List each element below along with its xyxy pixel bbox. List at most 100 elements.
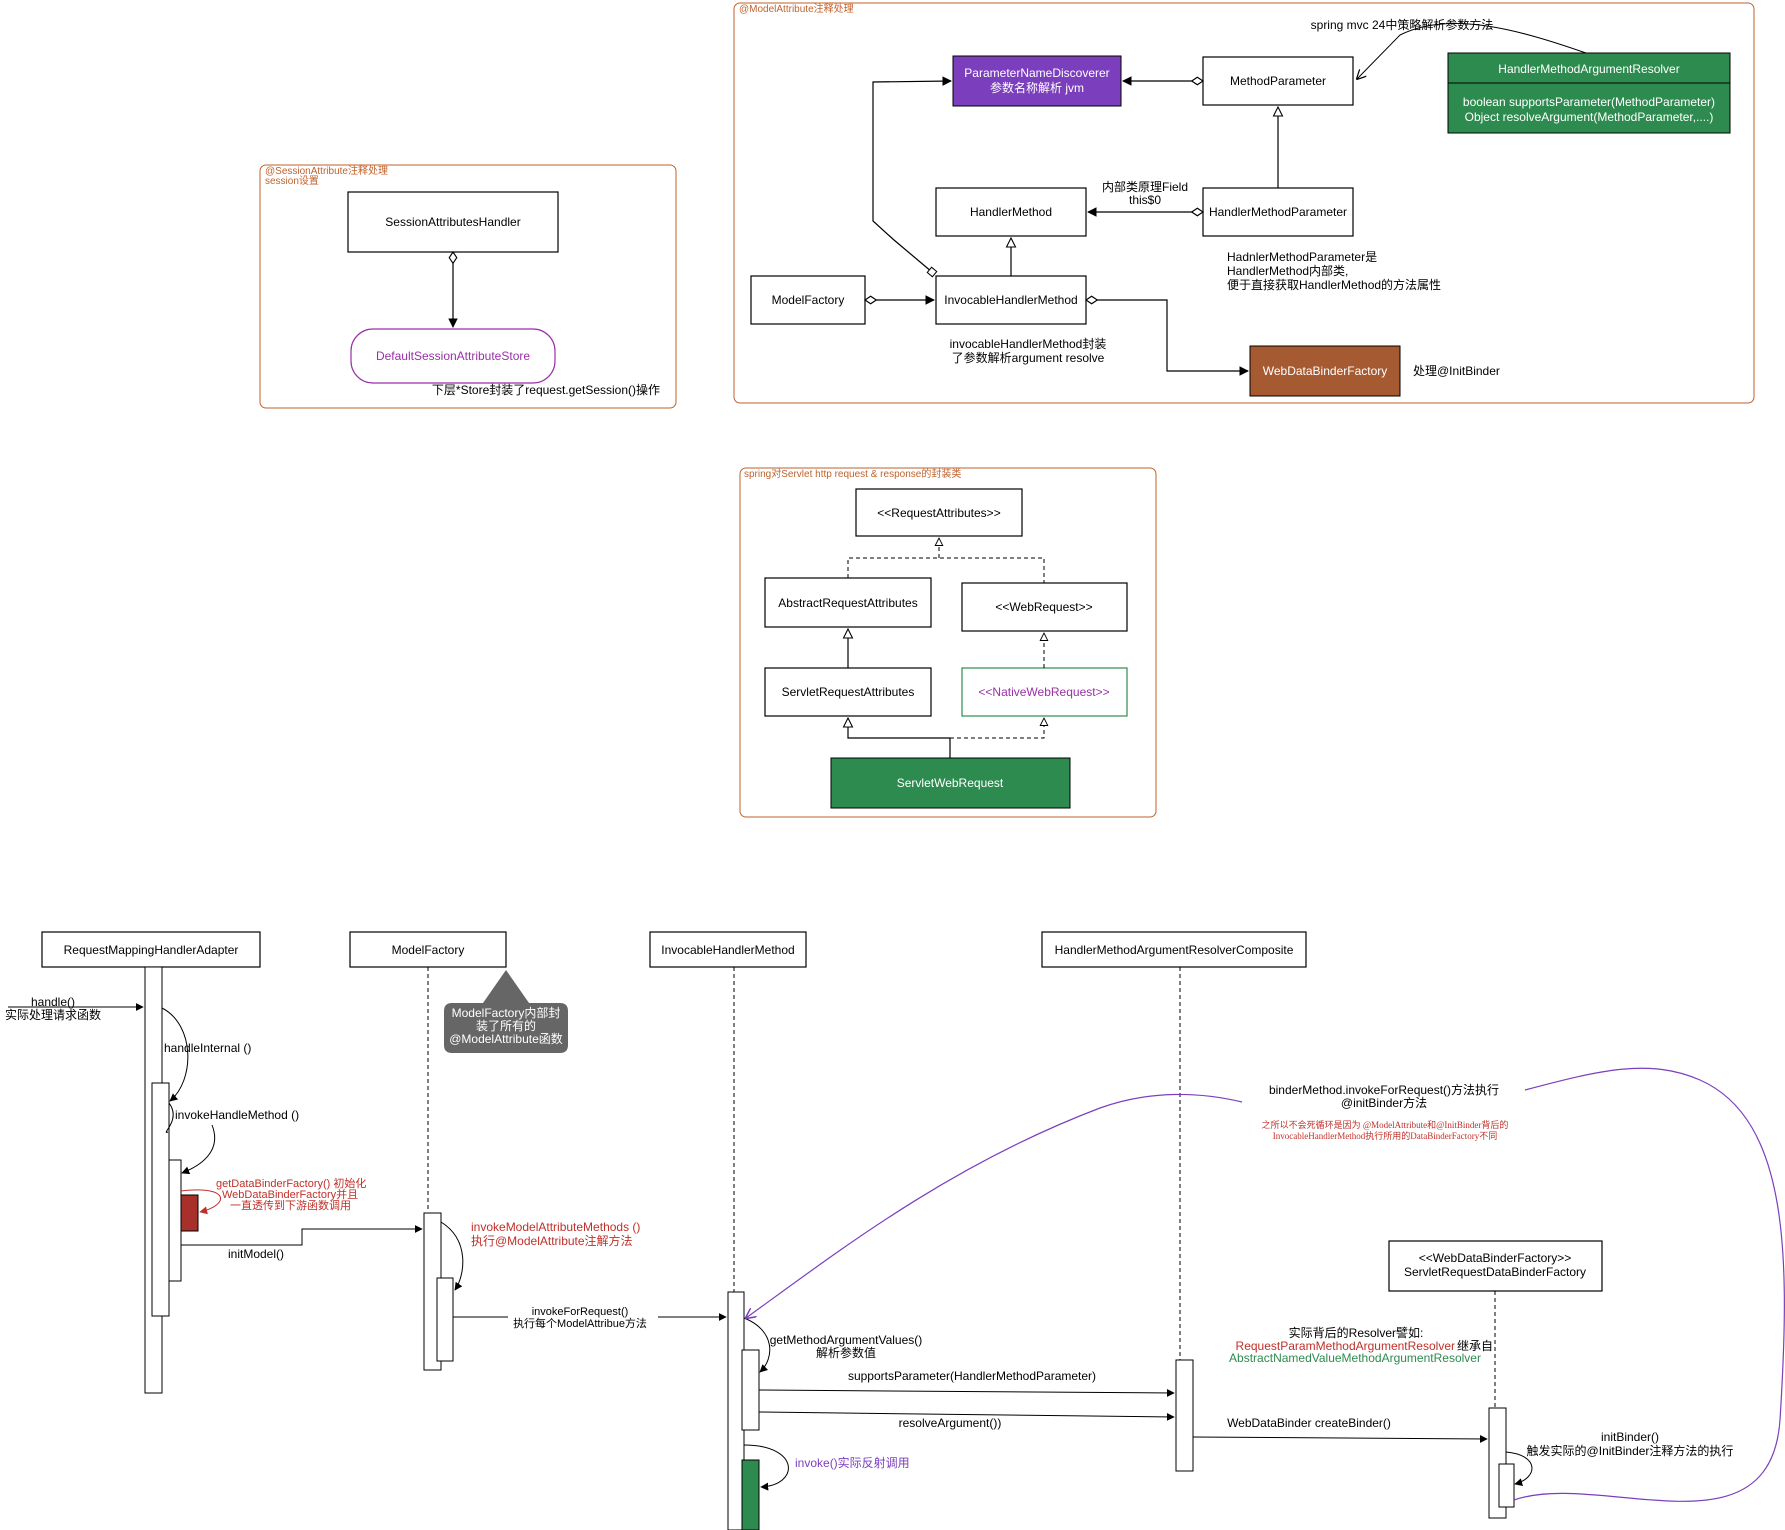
svg-text:MethodParameter: MethodParameter [1230, 74, 1326, 88]
svg-text:@ModelAttribute函数: @ModelAttribute函数 [449, 1031, 563, 1046]
svg-text:执行@ModelAttribute注解方法: 执行@ModelAttribute注解方法 [471, 1233, 633, 1248]
web-request-node[interactable]: <<WebRequest>> [961, 582, 1128, 632]
svg-text:SessionAttributesHandler: SessionAttributesHandler [385, 215, 520, 229]
abstract-request-attributes-node[interactable]: AbstractRequestAttributes [764, 577, 932, 628]
method-parameter-node[interactable]: MethodParameter [1202, 56, 1354, 106]
web-data-binder-factory-node[interactable]: WebDataBinderFactory [1249, 345, 1401, 397]
svg-text:ModelFactory: ModelFactory [772, 293, 845, 307]
svg-text:ServletRequestDataBinderFactor: ServletRequestDataBinderFactory [1404, 1265, 1586, 1279]
self-call-arrow [161, 1007, 189, 1102]
strategy-edge [1357, 22, 1587, 79]
svg-text:<<NativeWebRequest>>: <<NativeWebRequest>> [978, 685, 1109, 699]
model-factory-callout: ModelFactory内部封 装了所有的 @ModelAttribute函数 [444, 970, 568, 1053]
binder-note: 之所以不会死循环是因为 @ModelAttribute和@InitBinder背… [1262, 1119, 1509, 1130]
activation-bar-green [741, 1459, 760, 1530]
svg-text:boolean supportsParameter(Meth: boolean supportsParameter(MethodParamete… [1463, 95, 1715, 109]
invoke-model-attribute-methods-message: invokeModelAttributeMethods () [471, 1220, 640, 1234]
activation-bar [436, 1277, 454, 1362]
default-session-attribute-store-node[interactable]: DefaultSessionAttributeStore [350, 328, 556, 384]
hmp-note: HadnlerMethodParameter是 [1227, 250, 1377, 264]
handler-method-node[interactable]: HandlerMethod [935, 187, 1087, 237]
svg-text:HandlerMethod: HandlerMethod [970, 205, 1052, 219]
binder-method-message: binderMethod.invokeForRequest()方法执行 [1269, 1082, 1499, 1097]
get-method-argument-values-message: getMethodArgumentValues() [770, 1333, 923, 1347]
self-call-arrow [181, 1124, 216, 1175]
lane-argument-resolver-composite[interactable]: HandlerMethodArgumentResolverComposite [1041, 931, 1307, 968]
activation-bar [151, 1082, 170, 1317]
inner-class-note: 内部类原理Field [1102, 179, 1188, 194]
svg-text:AbstractNamedValueMethodArgume: AbstractNamedValueMethodArgumentResolver [1229, 1351, 1481, 1365]
invocable-handler-method-node[interactable]: InvocableHandlerMethod [935, 275, 1087, 325]
resolver-note: 实际背后的Resolver譬如: [1289, 1325, 1424, 1340]
svg-text:参数名称解析 jvm: 参数名称解析 jvm [990, 80, 1084, 95]
svg-text:执行每个ModelAttribue方法: 执行每个ModelAttribue方法 [513, 1316, 647, 1330]
self-call-arrow [165, 1102, 174, 1133]
swr-implements-edge [950, 718, 1044, 739]
init-model-message: initModel() [228, 1247, 284, 1261]
svg-text:<<WebRequest>>: <<WebRequest>> [995, 600, 1092, 614]
store-note: 下层*Store封装了request.getSession()操作 [432, 382, 660, 397]
ihm-pnd-edge [872, 76, 952, 278]
self-call-arrow [743, 1444, 789, 1491]
group-title: @ModelAttribute注释处理 [739, 2, 854, 15]
group-title: @SessionAttribute注释处理 [265, 164, 388, 177]
svg-text:HandlerMethodArgumentResolver: HandlerMethodArgumentResolver [1498, 62, 1679, 76]
invoke-handle-method-message: invokeHandleMethod () [175, 1108, 299, 1122]
ihm-wdbf-edge [1086, 300, 1248, 371]
svg-text:AbstractRequestAttributes: AbstractRequestAttributes [778, 596, 917, 610]
svg-text:DefaultSessionAttributeStore: DefaultSessionAttributeStore [376, 349, 530, 363]
group-title: spring对Servlet http request & response的封… [744, 467, 961, 480]
session-attributes-handler-node[interactable]: SessionAttributesHandler [347, 191, 559, 253]
svg-text:@initBinder方法: @initBinder方法 [1341, 1095, 1427, 1110]
lane-servlet-request-data-binder-factory[interactable]: <<WebDataBinderFactory>> ServletRequestD… [1388, 1240, 1603, 1292]
lane-invocable-handler-method[interactable]: InvocableHandlerMethod [649, 931, 807, 968]
handle-message: handle() [31, 995, 75, 1009]
svg-text:HandlerMethodArgumentResolverC: HandlerMethodArgumentResolverComposite [1055, 943, 1294, 957]
servlet-wrapper-group: spring对Servlet http request & response的封… [739, 467, 1157, 818]
svg-text:解析参数值: 解析参数值 [816, 1345, 876, 1360]
model-factory-node[interactable]: ModelFactory [750, 275, 866, 325]
realization-edge [847, 557, 1045, 583]
svg-text:ServletRequestAttributes: ServletRequestAttributes [782, 685, 915, 699]
lane-model-factory[interactable]: ModelFactory [349, 931, 507, 968]
svg-text:WebDataBinderFactory并且: WebDataBinderFactory并且 [222, 1187, 358, 1201]
binder-loop-arrow [1513, 1067, 1785, 1502]
message-arrow [758, 1411, 1175, 1421]
svg-text:HandlerMethod内部类,: HandlerMethod内部类, [1227, 263, 1348, 278]
binder-loop-arrow [746, 1093, 1243, 1318]
self-call-arrow-red [180, 1189, 222, 1215]
activation-bar [1498, 1463, 1515, 1508]
handler-method-argument-resolver-node[interactable]: HandlerMethodArgumentResolver boolean su… [1447, 52, 1731, 134]
svg-text:ModelFactory: ModelFactory [392, 943, 465, 957]
invoke-message: invoke()实际反射调用 [795, 1455, 910, 1470]
svg-text:ParameterNameDiscoverer: ParameterNameDiscoverer [964, 66, 1109, 80]
servlet-request-attributes-node[interactable]: ServletRequestAttributes [764, 667, 932, 717]
session-attribute-group: @SessionAttribute注释处理 session设置 SessionA… [259, 164, 677, 409]
svg-text:InvocableHandlerMethod执行所用的Dat: InvocableHandlerMethod执行所用的DataBinderFac… [1273, 1130, 1497, 1141]
activation-bar [168, 1159, 182, 1282]
svg-text:<<RequestAttributes>>: <<RequestAttributes>> [877, 506, 1000, 520]
self-call-arrow [440, 1221, 464, 1291]
lane-request-mapping-handler-adapter[interactable]: RequestMappingHandlerAdapter [41, 931, 261, 968]
model-attribute-group: @ModelAttribute注释处理 ParameterNameDiscove… [733, 2, 1755, 404]
servlet-web-request-node[interactable]: ServletWebRequest [830, 757, 1071, 809]
supports-parameter-message: supportsParameter(HandlerMethodParameter… [848, 1369, 1096, 1383]
request-attributes-node[interactable]: <<RequestAttributes>> [855, 488, 1023, 537]
handler-method-parameter-node[interactable]: HandlerMethodParameter [1202, 187, 1354, 237]
message-arrow [1192, 1434, 1488, 1443]
invoke-for-request-message: invokeForRequest() [532, 1306, 629, 1318]
svg-text:便于直接获取HandlerMethod的方法属性: 便于直接获取HandlerMethod的方法属性 [1227, 277, 1441, 292]
handle-internal-message: handleInternal () [164, 1041, 251, 1055]
native-web-request-node[interactable]: <<NativeWebRequest>> [961, 667, 1128, 717]
svg-text:RequestMappingHandlerAdapter: RequestMappingHandlerAdapter [64, 943, 239, 957]
svg-text:HandlerMethodParameter: HandlerMethodParameter [1209, 205, 1347, 219]
parameter-name-discoverer-node[interactable]: ParameterNameDiscoverer 参数名称解析 jvm [952, 55, 1122, 107]
svg-text:WebDataBinderFactory: WebDataBinderFactory [1263, 364, 1388, 378]
svg-text:ModelFactory内部封: ModelFactory内部封 [452, 1005, 561, 1020]
svg-text:了参数解析argument resolve: 了参数解析argument resolve [952, 350, 1105, 365]
svg-text:一直透传到下游函数调用: 一直透传到下游函数调用 [230, 1198, 351, 1212]
init-binder-message: initBinder() [1601, 1430, 1659, 1444]
svg-text:InvocableHandlerMethod: InvocableHandlerMethod [661, 943, 794, 957]
svg-text:InvocableHandlerMethod: InvocableHandlerMethod [944, 293, 1077, 307]
